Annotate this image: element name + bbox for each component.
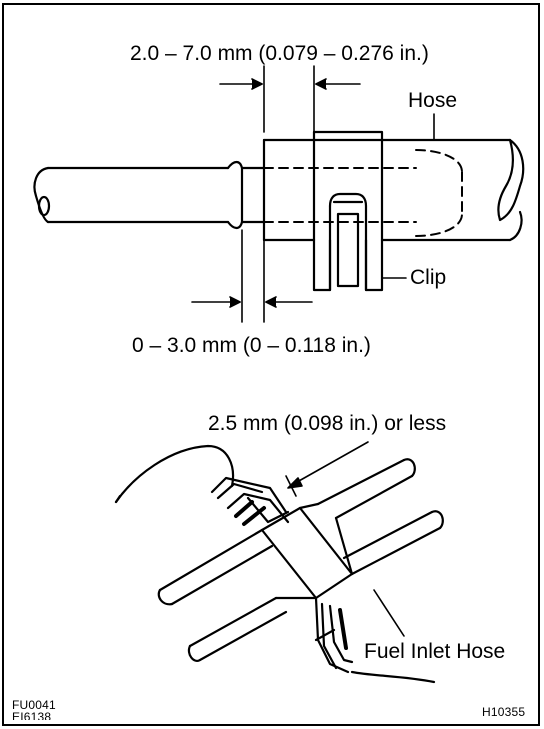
figure-code-left-top: FU0041 xyxy=(12,698,56,712)
dimension-lines xyxy=(191,65,435,323)
figure-code-left-bottom: EI6138 xyxy=(12,711,52,720)
bottom-dimension-label: 0 – 3.0 mm (0 – 0.118 in.) xyxy=(132,334,371,357)
lower-clip-top xyxy=(210,476,290,526)
top-dimension-label: 2.0 – 7.0 mm (0.079 – 0.276 in.) xyxy=(130,42,429,65)
hose-label: Hose xyxy=(408,89,458,112)
figure-code-right: H10355 xyxy=(482,705,526,719)
fuel-inlet-hose-label: Fuel Inlet Hose xyxy=(364,640,506,663)
lower-clip-bottom xyxy=(314,596,354,674)
gap-label: 2.5 mm (0.098 in.) or less xyxy=(208,412,447,435)
pipe-left xyxy=(33,160,266,230)
hose xyxy=(262,138,525,242)
lower-hose-sleeve xyxy=(260,502,354,600)
lower-pipes xyxy=(157,458,444,662)
gap-arrow xyxy=(285,441,405,637)
figure-frame xyxy=(2,3,540,726)
hose-inner-pipe-dashed xyxy=(263,149,463,237)
clip xyxy=(312,130,384,292)
lower-wires xyxy=(114,444,436,684)
clip-label: Clip xyxy=(410,266,447,289)
